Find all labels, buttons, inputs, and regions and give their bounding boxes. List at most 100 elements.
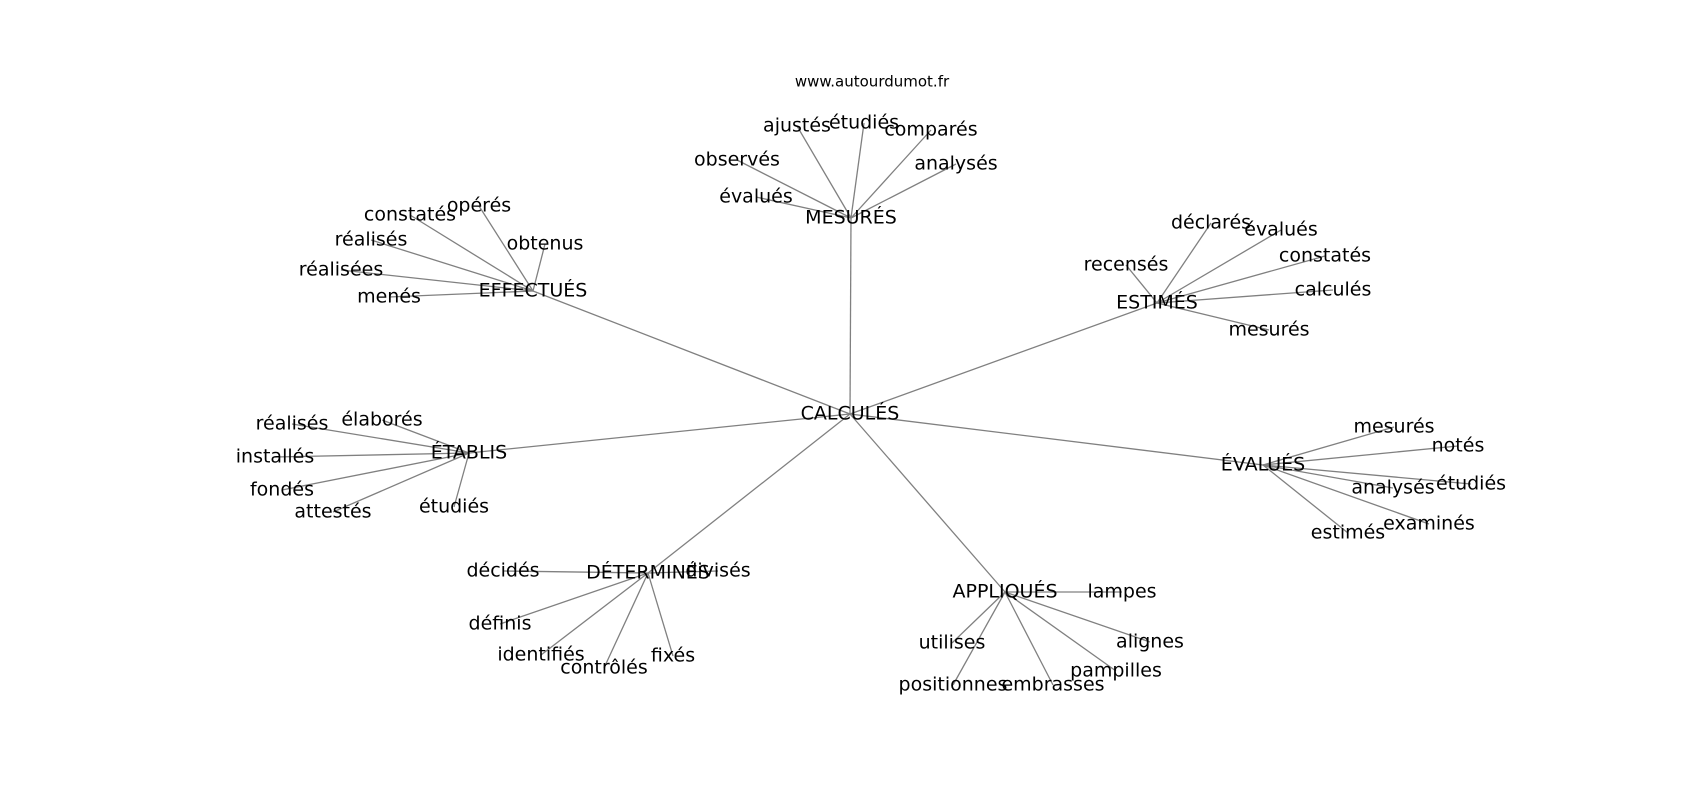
edge-hub-to-leaf: [381, 419, 470, 454]
source-url[interactable]: www.autourdumot.fr: [795, 73, 950, 91]
edge-hub-to-leaf: [850, 122, 865, 219]
leaf-word[interactable]: installés: [236, 446, 314, 468]
graph-edges: [274, 122, 1472, 686]
leaf-word[interactable]: calculés: [1295, 279, 1372, 301]
edge-hub-to-leaf: [409, 214, 534, 292]
leaf-word[interactable]: recensés: [1084, 254, 1169, 276]
leaf-word[interactable]: pampilles: [1070, 660, 1162, 682]
leaf-word[interactable]: positionnes: [899, 674, 1008, 696]
leaf-word[interactable]: divisés: [685, 560, 750, 582]
edge-hub-to-leaf: [951, 591, 1006, 644]
leaf-word[interactable]: opérés: [447, 195, 511, 217]
leaf-word[interactable]: fondés: [250, 479, 314, 501]
edge-center-to-hub: [647, 413, 851, 574]
leaf-word[interactable]: constatés: [364, 204, 456, 226]
edge-hub-to-leaf: [1004, 591, 1054, 686]
edge-hub-to-leaf: [755, 196, 852, 219]
leaf-word[interactable]: constatés: [1279, 245, 1371, 267]
edge-hub-to-leaf: [850, 163, 957, 219]
leaf-word[interactable]: examinés: [1383, 513, 1475, 535]
leaf-word[interactable]: étudiés: [419, 496, 489, 518]
leaf-word[interactable]: observés: [694, 149, 780, 171]
edge-center-to-hub: [468, 413, 851, 454]
leaf-word[interactable]: réalisés: [256, 413, 329, 435]
edge-hub-to-leaf: [603, 572, 649, 669]
edge-hub-to-leaf: [332, 452, 470, 513]
edge-hub-to-leaf: [453, 452, 470, 508]
leaf-word[interactable]: alignes: [1116, 631, 1184, 653]
leaf-word[interactable]: réalisées: [299, 259, 383, 281]
edge-hub-to-leaf: [1262, 464, 1472, 485]
leaf-word[interactable]: décidés: [466, 560, 539, 582]
edge-hub-to-leaf: [1262, 464, 1394, 489]
edge-hub-to-leaf: [499, 572, 649, 625]
leaf-word[interactable]: ajustés: [763, 115, 831, 137]
leaf-word[interactable]: évalués: [719, 186, 793, 208]
edge-hub-to-leaf: [478, 205, 534, 292]
edge-hub-to-leaf: [1156, 255, 1326, 304]
hub-word[interactable]: EFFECTUÉS: [479, 279, 588, 302]
leaf-word[interactable]: analysés: [914, 153, 997, 175]
edge-hub-to-leaf: [1004, 591, 1117, 672]
leaf-word[interactable]: contrôlés: [560, 657, 647, 679]
edge-hub-to-leaf: [502, 570, 649, 574]
edge-hub-to-leaf: [540, 572, 649, 656]
edge-hub-to-leaf: [1156, 229, 1282, 304]
edge-hub-to-leaf: [1004, 591, 1151, 643]
leaf-word[interactable]: identifiés: [497, 644, 584, 666]
leaf-word[interactable]: déclarés: [1171, 212, 1251, 234]
leaf-word[interactable]: définis: [469, 613, 532, 635]
edge-hub-to-leaf: [281, 452, 470, 491]
edge-hub-to-leaf: [274, 452, 470, 458]
leaf-word[interactable]: obtenus: [507, 233, 584, 255]
hub-word[interactable]: APPLIQUÉS: [952, 580, 1057, 603]
edge-hub-to-leaf: [1125, 264, 1158, 304]
edge-center-to-hub: [849, 302, 1158, 415]
edge-hub-to-leaf: [796, 125, 852, 219]
edge-center-to-hub: [849, 217, 852, 415]
edge-hub-to-leaf: [388, 290, 534, 298]
edge-hub-to-leaf: [1262, 445, 1459, 466]
hub-word[interactable]: ESTIMÉS: [1116, 291, 1198, 314]
leaf-word[interactable]: réalisés: [335, 229, 408, 251]
leaf-word[interactable]: notés: [1432, 435, 1485, 457]
leaf-word[interactable]: mesurés: [1228, 319, 1309, 341]
hub-word[interactable]: DÉTERMINÉS: [586, 561, 710, 584]
edge-hub-to-leaf: [1262, 464, 1430, 525]
edge-hub-to-leaf: [370, 239, 534, 292]
edge-center-to-hub: [532, 290, 851, 415]
hub-word[interactable]: MESURÉS: [805, 206, 897, 229]
edge-hub-to-leaf: [1262, 426, 1395, 466]
edge-center-to-hub: [849, 413, 1264, 466]
edge-hub-to-leaf: [1262, 464, 1349, 534]
leaf-word[interactable]: étudiés: [1436, 473, 1506, 495]
edge-hub-to-leaf: [340, 269, 534, 292]
leaf-word[interactable]: estimés: [1311, 522, 1385, 544]
leaf-word[interactable]: utilises: [919, 632, 986, 654]
edge-hub-to-leaf: [1156, 289, 1334, 304]
hub-word[interactable]: ÉVALUÉS: [1221, 453, 1305, 476]
edge-hub-to-leaf: [647, 570, 719, 574]
leaf-word[interactable]: menés: [357, 286, 421, 308]
edge-hub-to-leaf: [850, 129, 932, 219]
hub-word[interactable]: ÉTABLIS: [431, 441, 507, 464]
leaf-word[interactable]: évalués: [1244, 219, 1318, 241]
leaf-word[interactable]: étudiés: [829, 112, 899, 134]
edge-hub-to-leaf: [647, 572, 674, 657]
leaf-word[interactable]: mesurés: [1353, 416, 1434, 438]
edge-hub-to-leaf: [736, 159, 852, 219]
edge-center-to-hub: [849, 413, 1006, 593]
leaf-word[interactable]: analysés: [1351, 477, 1434, 499]
leaf-word[interactable]: comparés: [884, 119, 977, 141]
leaf-word[interactable]: embrasses: [1001, 674, 1104, 696]
leaf-word[interactable]: lampes: [1087, 581, 1156, 603]
leaf-word[interactable]: attestés: [294, 501, 371, 523]
graph-labels: www.autourdumot.fr évalués observés ajusté…: [236, 73, 1506, 696]
edge-hub-to-leaf: [1156, 222, 1212, 304]
leaf-word[interactable]: fixés: [651, 645, 695, 667]
leaf-word[interactable]: élaborés: [341, 409, 422, 431]
edge-hub-to-leaf: [952, 591, 1006, 686]
edge-hub-to-leaf: [1156, 302, 1270, 331]
center-word[interactable]: CALCULÉS: [801, 402, 900, 425]
